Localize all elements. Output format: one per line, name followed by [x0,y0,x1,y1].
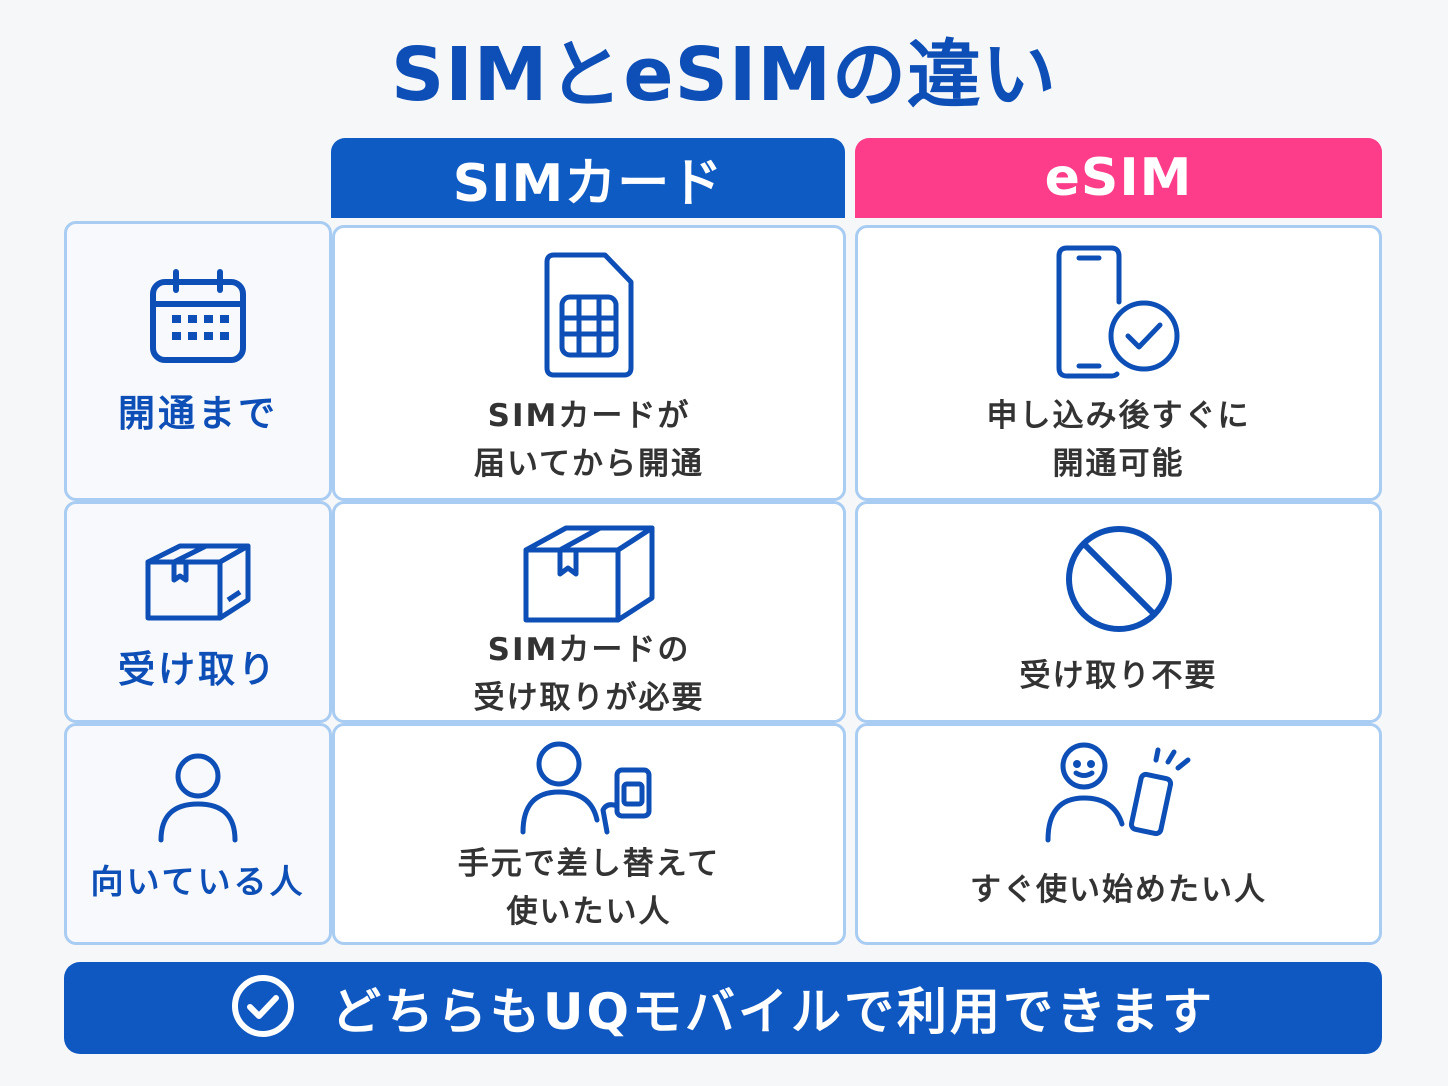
person-phone-icon [858,740,1379,846]
row-header-label: 向いている人 [90,862,306,901]
phone-check-icon [858,244,1379,380]
row-header-suitable-person: 向いている人 [64,723,332,945]
sim-card-icon [335,252,843,378]
sim-receipt-line-1: SIMカードの [487,632,691,668]
person-icon [67,752,329,844]
esim-receipt-line-1: 受け取り不要 [1019,658,1218,694]
sim-activation-line-1: SIMカードが [487,398,691,434]
esim-activation-line-2: 開通可能 [1052,446,1185,482]
row-header-label: 開通まで [118,392,278,435]
esim-suitable-person-cell: すぐ使い始めたい人 [855,723,1382,945]
column-header-esim-label: eSIM [1044,148,1193,208]
column-header-sim-card: SIMカード [331,138,845,218]
sim-suitable-person-line-2: 使いたい人 [506,894,672,930]
sim-suitable-person-line-1: 手元で差し替えて [457,846,721,882]
box-icon [335,520,843,626]
calendar-icon [67,268,329,364]
sim-suitable-person-cell: 手元で差し替えて 使いたい人 [332,723,846,945]
check-circle-icon [231,974,295,1042]
sim-activation-cell: SIMカードが 届いてから開通 [332,225,846,501]
esim-activation-line-1: 申し込み後すぐに [986,398,1251,434]
box-icon [67,538,329,624]
prohibited-icon [858,524,1379,634]
esim-suitable-person-line-1: すぐ使い始めたい人 [970,872,1267,908]
row-header-activation: 開通まで [64,221,332,501]
availability-banner: どちらもUQモバイルで利用できます [64,962,1382,1054]
row-header-receipt: 受け取り [64,501,332,723]
sim-receipt-cell: SIMカードの 受け取りが必要 [332,501,846,723]
esim-receipt-cell: 受け取り不要 [855,501,1382,723]
sim-receipt-line-2: 受け取りが必要 [473,680,705,716]
row-header-label: 受け取り [118,648,278,691]
page-title: SIMとeSIMの違い [390,32,1058,118]
esim-activation-cell: 申し込み後すぐに 開通可能 [855,225,1382,501]
banner-text: どちらもUQモバイルで利用できます [330,983,1216,1041]
column-header-esim: eSIM [855,138,1382,218]
sim-activation-line-2: 届いてから開通 [473,446,705,482]
person-sim-icon [335,740,843,838]
column-header-sim-card-label: SIMカード [452,153,724,214]
